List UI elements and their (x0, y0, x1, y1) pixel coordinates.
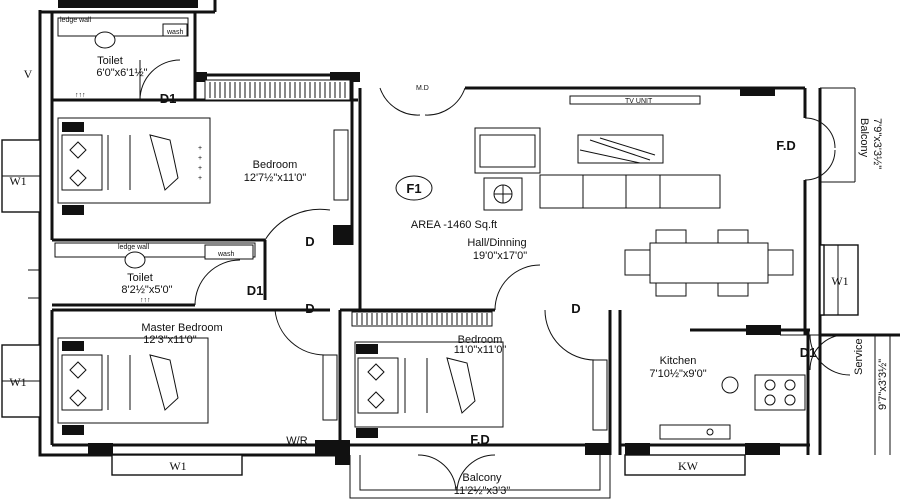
windows (1, 139, 859, 476)
toilet-top-ledge: ledge wall (60, 17, 92, 24)
columns (88, 72, 781, 465)
flat-code-badge (395, 175, 433, 201)
window-wr-label: W/R (286, 435, 307, 447)
door-d1-kitchen: D1 (800, 345, 817, 360)
master-bedroom-size: 12'3"x11'0" (143, 334, 196, 346)
door-swings (139, 59, 865, 491)
door-d1-toilet: D1 (247, 283, 264, 298)
door-fd-bottom: F.D (470, 432, 490, 447)
door-d-bedroom-top: D (305, 234, 314, 249)
kitchen-fixtures (659, 374, 806, 440)
window-w1-label-left-bottom: W1 (9, 375, 26, 389)
balcony-right-name: Balcony (858, 118, 870, 158)
bedroom-top-size: 12'7½"x11'0" (244, 172, 307, 184)
toilet-top-size: 6'0"x6'1½" (96, 67, 147, 79)
toilet-mid-ledge: ledge wall (118, 244, 150, 251)
hall-furniture (474, 127, 794, 297)
door-fd-right: F.D (776, 138, 796, 153)
flat-code: F1 (406, 181, 421, 196)
wardrobes: TV UNIT (204, 79, 701, 431)
svg-text:+: + (198, 175, 202, 182)
svg-text:TV UNIT: TV UNIT (625, 98, 653, 105)
toilet-top-name: Toilet (97, 55, 123, 67)
service-name: Service (853, 338, 865, 375)
window-w1-bottom (111, 454, 243, 476)
toilet-mid-size: 8'2½"x5'0" (121, 284, 172, 296)
svg-text:wash: wash (217, 251, 234, 258)
window-w1-label-right: W1 (831, 274, 848, 288)
beds: + + + + (57, 117, 504, 438)
balcony-bottom-name: Balcony (462, 472, 502, 484)
window-w1-label-left-top: W1 (9, 174, 26, 188)
door-md: M.D (416, 85, 429, 92)
hall-size: 19'0"x17'0" (473, 250, 527, 262)
window-w1-label-bottom: W1 (169, 459, 186, 473)
kitchen-name: Kitchen (660, 355, 697, 367)
kitchen-size: 7'10½"x9'0" (649, 368, 706, 380)
door-d-bedroom-mid: D (571, 301, 580, 316)
hall-name: Hall/Dinning (467, 237, 526, 249)
labels: Toilet 6'0"x6'1½" ledge wall Bedroom 12'… (9, 17, 889, 497)
svg-text:↑↑↑: ↑↑↑ (75, 92, 86, 99)
window-v-label: V (24, 67, 33, 81)
svg-text:+: + (198, 155, 202, 162)
balcony-right-size: 7'9"x3'3½" (871, 118, 883, 169)
balcony-bottom-size: 11'2½"x3'3" (454, 485, 511, 497)
svg-text:+: + (198, 145, 202, 152)
bedroom-top-name: Bedroom (253, 159, 298, 171)
flat-area: AREA -1460 Sq.ft (411, 219, 497, 231)
bedroom-mid-name: Bedroom (458, 334, 503, 346)
bedroom-mid-size: 11'0"x11'0" (454, 344, 507, 356)
service-size: 9'7"x3'3½" (877, 359, 889, 410)
window-kw (624, 454, 746, 476)
toilet-fixtures: wash wash (54, 17, 256, 269)
svg-text:↑↑↑: ↑↑↑ (140, 297, 151, 304)
tv-unit (569, 95, 701, 105)
door-d-master: D (305, 301, 314, 316)
svg-text:wash: wash (166, 29, 183, 36)
master-bedroom-name: Master Bedroom (141, 322, 222, 334)
door-d1-top: D1 (160, 91, 177, 106)
toilet-mid-name: Toilet (127, 272, 153, 284)
vent-marks: ↑↑↑ ↑↑↑ (28, 92, 151, 304)
dining-table (649, 242, 769, 284)
window-kw-label: KW (678, 459, 699, 473)
svg-text:+: + (198, 165, 202, 172)
